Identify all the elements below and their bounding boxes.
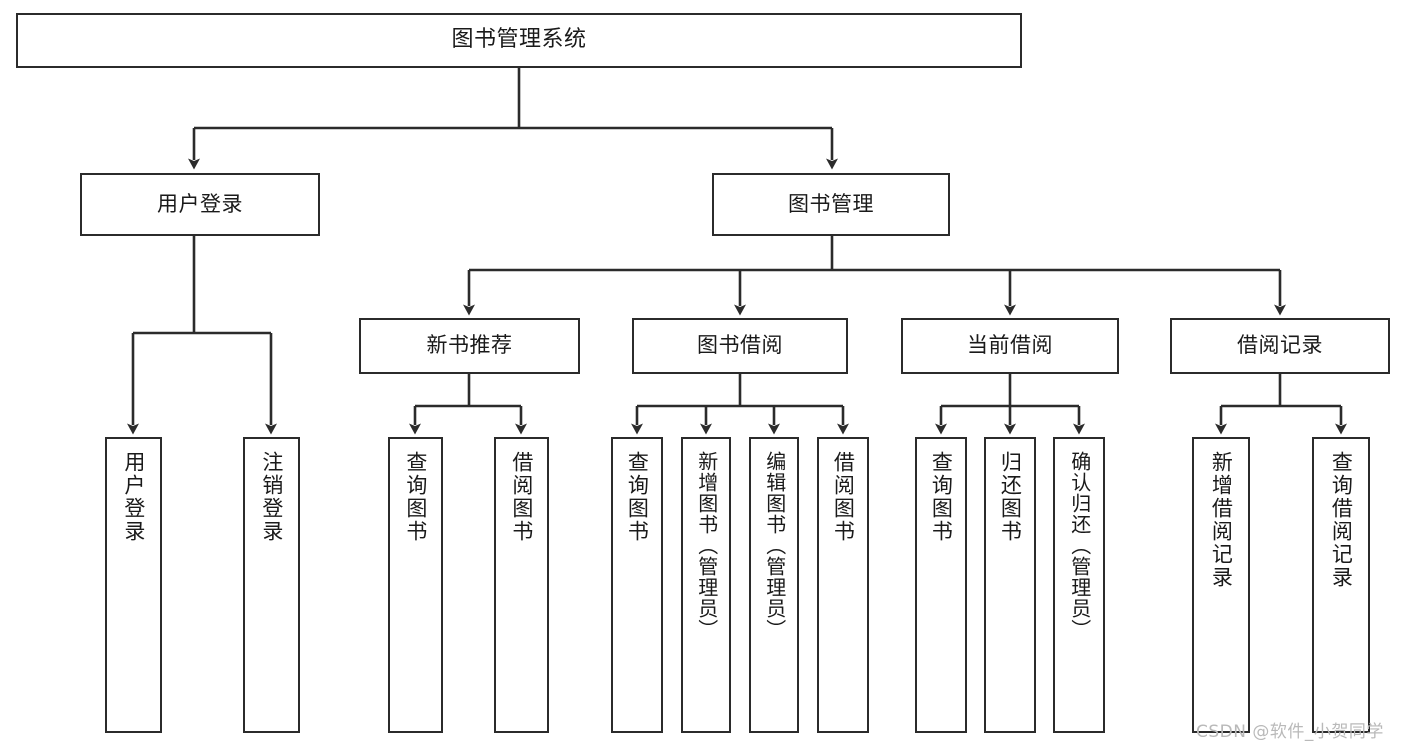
- node-current-borrow[interactable]: 当前借阅: [901, 318, 1119, 374]
- leaf-borrow-add-book-admin[interactable]: 新增图书（管理员）: [681, 437, 731, 733]
- node-user-login[interactable]: 用户登录: [80, 173, 320, 236]
- node-label: 查询借阅记录: [1329, 451, 1354, 589]
- node-borrow-records[interactable]: 借阅记录: [1170, 318, 1390, 374]
- node-label: 确认归还（管理员）: [1067, 451, 1092, 640]
- node-label: 用户登录: [157, 191, 243, 216]
- node-label: 用户登录: [121, 451, 146, 543]
- leaf-new-book-query[interactable]: 查询图书: [388, 437, 443, 733]
- node-label: 图书管理: [788, 191, 874, 216]
- node-label: 查询图书: [403, 451, 428, 543]
- leaf-current-return-book[interactable]: 归还图书: [984, 437, 1036, 733]
- node-label: 注销登录: [259, 451, 284, 543]
- node-label: 归还图书: [998, 451, 1023, 543]
- node-label: 借阅记录: [1237, 333, 1323, 358]
- leaf-current-query-book[interactable]: 查询图书: [915, 437, 967, 733]
- leaf-records-query-record[interactable]: 查询借阅记录: [1312, 437, 1370, 733]
- node-label: 新增借阅记录: [1209, 451, 1234, 589]
- node-root-system[interactable]: 图书管理系统: [16, 13, 1022, 68]
- node-label: 编辑图书（管理员）: [762, 451, 787, 640]
- leaf-borrow-query-book[interactable]: 查询图书: [611, 437, 663, 733]
- node-label: 借阅图书: [509, 451, 534, 543]
- csdn-watermark: CSDN @软件_小贺同学: [1196, 722, 1384, 742]
- node-book-borrow[interactable]: 图书借阅: [632, 318, 848, 374]
- node-book-management[interactable]: 图书管理: [712, 173, 950, 236]
- node-label: 图书管理系统: [451, 27, 587, 53]
- leaf-records-add-record[interactable]: 新增借阅记录: [1192, 437, 1250, 733]
- leaf-borrow-borrow-book[interactable]: 借阅图书: [817, 437, 869, 733]
- leaf-user-login-logout[interactable]: 注销登录: [243, 437, 300, 733]
- node-label: 当前借阅: [967, 333, 1053, 358]
- node-label: 图书借阅: [697, 333, 783, 358]
- leaf-current-confirm-return-admin[interactable]: 确认归还（管理员）: [1053, 437, 1105, 733]
- node-label: 新增图书（管理员）: [694, 451, 719, 640]
- node-new-book-recommend[interactable]: 新书推荐: [359, 318, 580, 374]
- leaf-user-login-login[interactable]: 用户登录: [105, 437, 162, 733]
- leaf-new-book-borrow[interactable]: 借阅图书: [494, 437, 549, 733]
- node-label: 查询图书: [625, 451, 650, 543]
- node-label: 借阅图书: [831, 451, 856, 543]
- node-label: 查询图书: [929, 451, 954, 543]
- node-label: 新书推荐: [426, 333, 513, 358]
- leaf-borrow-edit-book-admin[interactable]: 编辑图书（管理员）: [749, 437, 799, 733]
